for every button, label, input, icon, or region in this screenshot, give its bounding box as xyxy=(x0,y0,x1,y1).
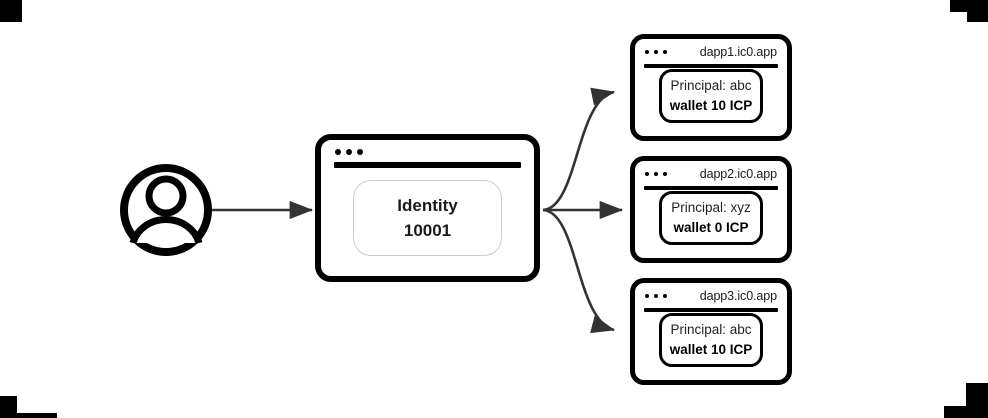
dapp2-card: Principal: xyz wallet 0 ICP xyxy=(659,191,763,245)
dapp2-urlbar xyxy=(644,185,778,190)
dapp3-browser-window[interactable]: dapp3.ic0.app Principal: abc wallet 10 I… xyxy=(630,278,792,385)
dapp1-wallet: wallet 10 ICP xyxy=(669,98,753,113)
arrow-identity-to-dapp3 xyxy=(542,208,616,334)
dapp3-wallet: wallet 10 ICP xyxy=(669,342,753,357)
corner-mark-bottom-right-bar xyxy=(944,406,966,418)
identity-number: 10001 xyxy=(403,221,452,240)
identity-browser-window[interactable]: Identity 10001 xyxy=(315,134,540,282)
dapp1-titlebar: dapp1.ic0.app xyxy=(635,39,787,59)
user-avatar-icon xyxy=(120,164,212,256)
identity-card: Identity 10001 xyxy=(353,180,502,256)
dapp3-card: Principal: abc wallet 10 ICP xyxy=(659,313,763,367)
arrow-identity-to-dapp1 xyxy=(542,87,616,212)
corner-mark-top-right-horizontal xyxy=(950,0,967,12)
window-dots-icon xyxy=(645,50,667,55)
corner-mark-top-right-vertical xyxy=(967,0,988,22)
dapp3-titlebar: dapp3.ic0.app xyxy=(635,283,787,303)
identity-titlebar xyxy=(321,140,534,155)
corner-mark-bottom-right-block xyxy=(966,383,988,418)
window-dots-icon xyxy=(335,149,363,155)
dapp1-urlbar xyxy=(644,63,778,68)
dapp2-browser-window[interactable]: dapp2.ic0.app Principal: xyz wallet 0 IC… xyxy=(630,156,792,263)
dapp2-principal: Principal: xyz xyxy=(671,200,751,216)
corner-mark-bottom-left-bar xyxy=(17,413,57,418)
dapp3-url-label: dapp3.ic0.app xyxy=(699,289,777,303)
dapp1-url-label: dapp1.ic0.app xyxy=(699,45,777,59)
dapp1-principal: Principal: abc xyxy=(670,78,752,94)
identity-label: Identity xyxy=(397,195,458,215)
corner-mark-bottom-left-block xyxy=(0,396,17,418)
window-dots-icon xyxy=(645,294,667,299)
dapp1-browser-window[interactable]: dapp1.ic0.app Principal: abc wallet 10 I… xyxy=(630,34,792,141)
dapp2-titlebar: dapp2.ic0.app xyxy=(635,161,787,181)
dapp2-url-label: dapp2.ic0.app xyxy=(699,167,777,181)
window-dots-icon xyxy=(645,172,667,177)
dapp2-wallet: wallet 0 ICP xyxy=(673,220,749,235)
corner-mark-top-left xyxy=(0,0,22,22)
identity-urlbar xyxy=(334,162,521,168)
dapp3-urlbar xyxy=(644,307,778,312)
dapp1-card: Principal: abc wallet 10 ICP xyxy=(659,69,763,123)
dapp3-principal: Principal: abc xyxy=(670,322,752,338)
